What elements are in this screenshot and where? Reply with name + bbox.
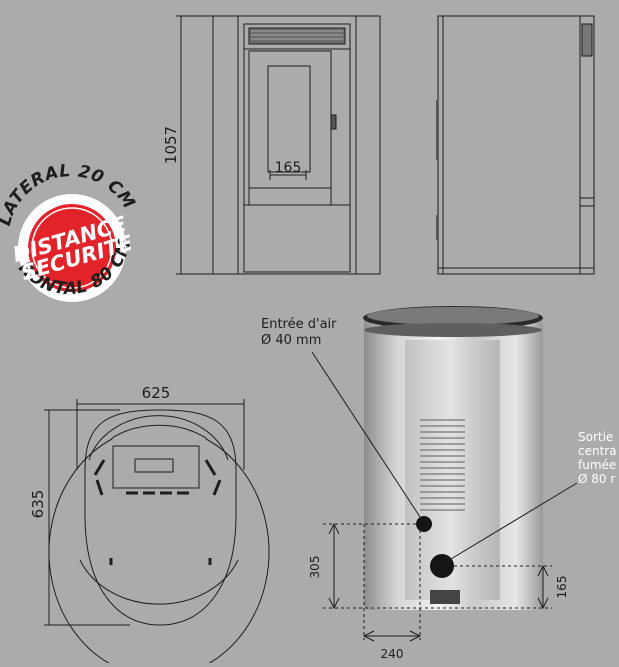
- air-inlet-diameter: Ø 40 mm: [261, 333, 321, 348]
- window-width-dimension: [269, 170, 307, 180]
- flue-label-line1: Sortie: [578, 430, 613, 444]
- safety-distance-badge: LATERAL 20 CM FRONTAL 80 CM DISTANCE SEC…: [0, 0, 142, 309]
- rear-outlet-height-label: 165: [555, 576, 569, 599]
- flue-label-line2: centra: [578, 444, 617, 458]
- side-view: [436, 15, 595, 275]
- flue-label-line3: fumée: [578, 458, 616, 472]
- flue-label-line4: Ø 80 r: [578, 472, 615, 486]
- window-width-label: 165: [275, 160, 302, 176]
- front-view: [212, 15, 381, 275]
- flue-outlet-pipe: [430, 554, 454, 578]
- top-width-label: 625: [142, 384, 171, 402]
- rear-dimension-lines: [323, 522, 552, 642]
- air-inlet-pipe: [416, 516, 432, 532]
- top-width-dimension: [76, 399, 245, 470]
- top-depth-label: 635: [29, 490, 47, 519]
- height-dimension: [176, 15, 213, 275]
- top-view: [48, 415, 270, 667]
- air-inlet-label: Entrée d'air: [261, 317, 337, 332]
- rear-offset-label: 240: [381, 647, 404, 661]
- callout-leaders: [311, 351, 578, 563]
- top-depth-dimension: [44, 409, 130, 626]
- rear-inlet-height-label: 305: [308, 556, 322, 579]
- rear-view-stove: [363, 306, 543, 610]
- top-view-outline: [84, 409, 237, 626]
- height-label: 1057: [162, 126, 180, 164]
